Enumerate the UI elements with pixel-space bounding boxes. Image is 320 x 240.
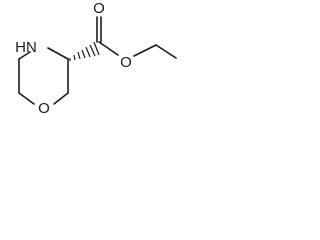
bond-ch2-ch3	[155, 44, 177, 59]
ester-oxygen-label: O	[120, 54, 132, 71]
ester-group	[96, 16, 177, 59]
bond-c5-n	[18, 51, 31, 60]
carbonyl-oxygen-label: O	[93, 0, 105, 17]
bond-o1-c6	[18, 92, 35, 105]
stereo-hashed-bond	[69, 41, 100, 61]
bond-c-oester	[98, 41, 119, 56]
ring-oxygen-label: O	[38, 100, 50, 117]
bond-c2-o1	[53, 92, 69, 105]
bond-n-c3	[47, 47, 69, 60]
nitrogen-label: HN	[15, 39, 37, 56]
morpholine-ring	[18, 47, 69, 105]
molecule-structure: HN O O O	[15, 0, 177, 117]
bond-oester-ch2	[133, 44, 157, 57]
